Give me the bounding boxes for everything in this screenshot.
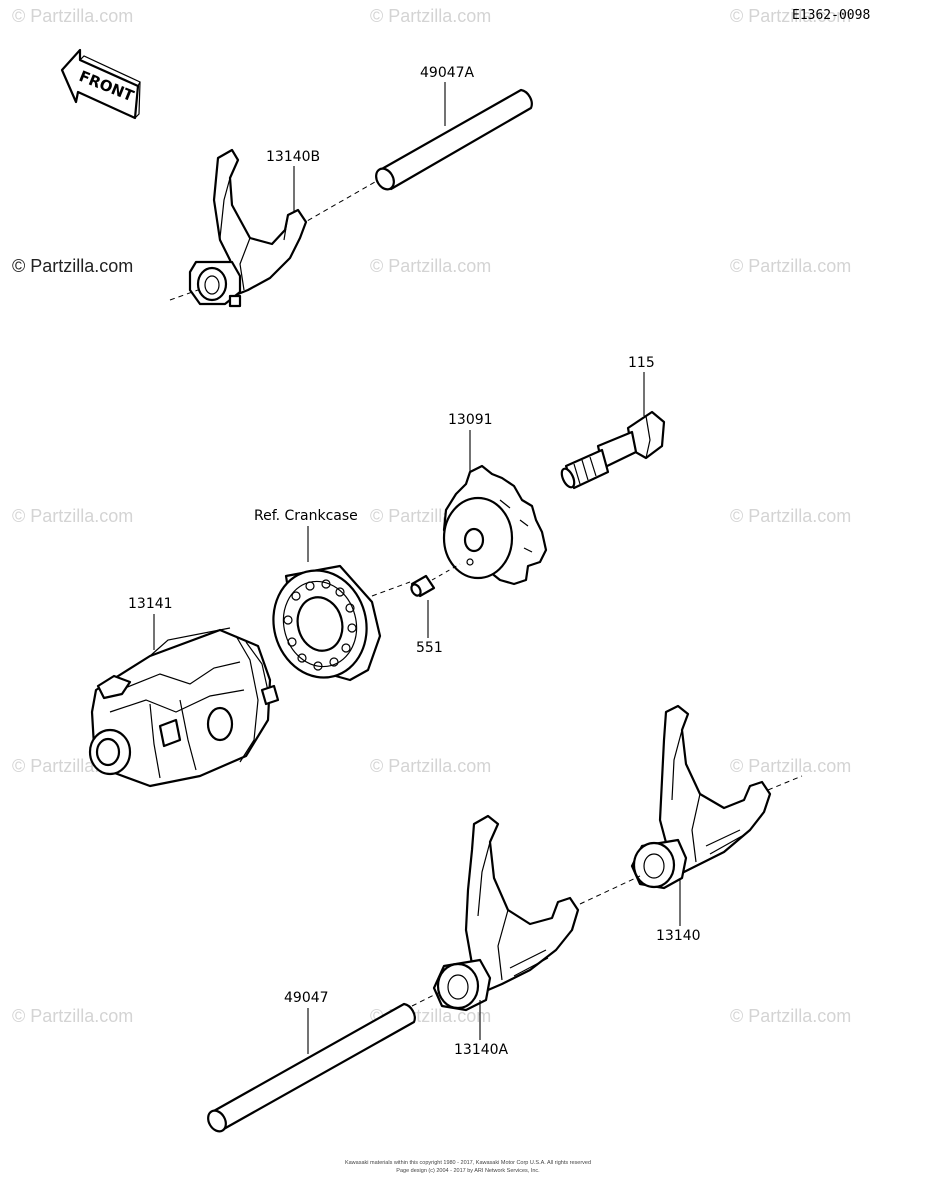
part-label-13140b: 13140B <box>266 149 320 165</box>
part-label-13140a: 13140A <box>454 1042 509 1058</box>
watermark: © Partzilla.com <box>730 1006 851 1026</box>
part-label-13140: 13140 <box>656 928 701 944</box>
shift-fork-13140b <box>188 148 308 308</box>
shift-rod-49047a <box>375 88 533 191</box>
center-line <box>431 563 461 581</box>
shift-fork-13140 <box>630 704 772 890</box>
part-label-551: 551 <box>416 640 443 656</box>
diagram-code: E1362-0098 <box>792 8 870 23</box>
watermark: © Partzilla.com <box>370 256 491 276</box>
pin-551 <box>410 574 436 598</box>
shift-drum-cam-13091 <box>442 464 548 586</box>
shift-rod-49047 <box>207 1002 416 1133</box>
watermark: © Partzilla.com <box>12 256 133 276</box>
part-label-115: 115 <box>628 355 655 371</box>
watermark: © Partzilla.com <box>370 756 491 776</box>
watermark: © Partzilla.com <box>730 756 851 776</box>
part-label-49047a: 49047A <box>420 65 475 81</box>
copyright-line-1: Kawasaki materials within this copyright… <box>345 1160 591 1166</box>
watermark: © Partzilla.com <box>12 6 133 26</box>
bolt-115 <box>560 410 666 490</box>
part-label-49047: 49047 <box>284 990 329 1006</box>
watermark: © Partzilla.com <box>730 506 851 526</box>
shift-fork-13140a <box>432 814 580 1012</box>
center-line <box>579 875 641 905</box>
copyright-line-2: Page design (c) 2004 - 2017 by ARI Netwo… <box>396 1168 540 1174</box>
watermark: © Partzilla.com <box>730 6 851 26</box>
watermark: © Partzilla.com <box>370 6 491 26</box>
bearing <box>272 564 382 682</box>
watermark: © Partzilla.com <box>12 506 133 526</box>
center-line <box>169 289 199 301</box>
watermark: © Partzilla.com <box>730 256 851 276</box>
ref-label: Ref. Crankcase <box>254 508 358 524</box>
center-line <box>299 181 376 226</box>
shift-drum-13141 <box>88 627 280 788</box>
center-line <box>767 775 803 791</box>
watermark: © Partzilla.com <box>12 1006 133 1026</box>
front-arrow-icon: FRONT <box>60 48 141 120</box>
center-line <box>371 581 411 597</box>
part-label-13141: 13141 <box>128 596 173 612</box>
part-label-13091: 13091 <box>448 412 493 428</box>
